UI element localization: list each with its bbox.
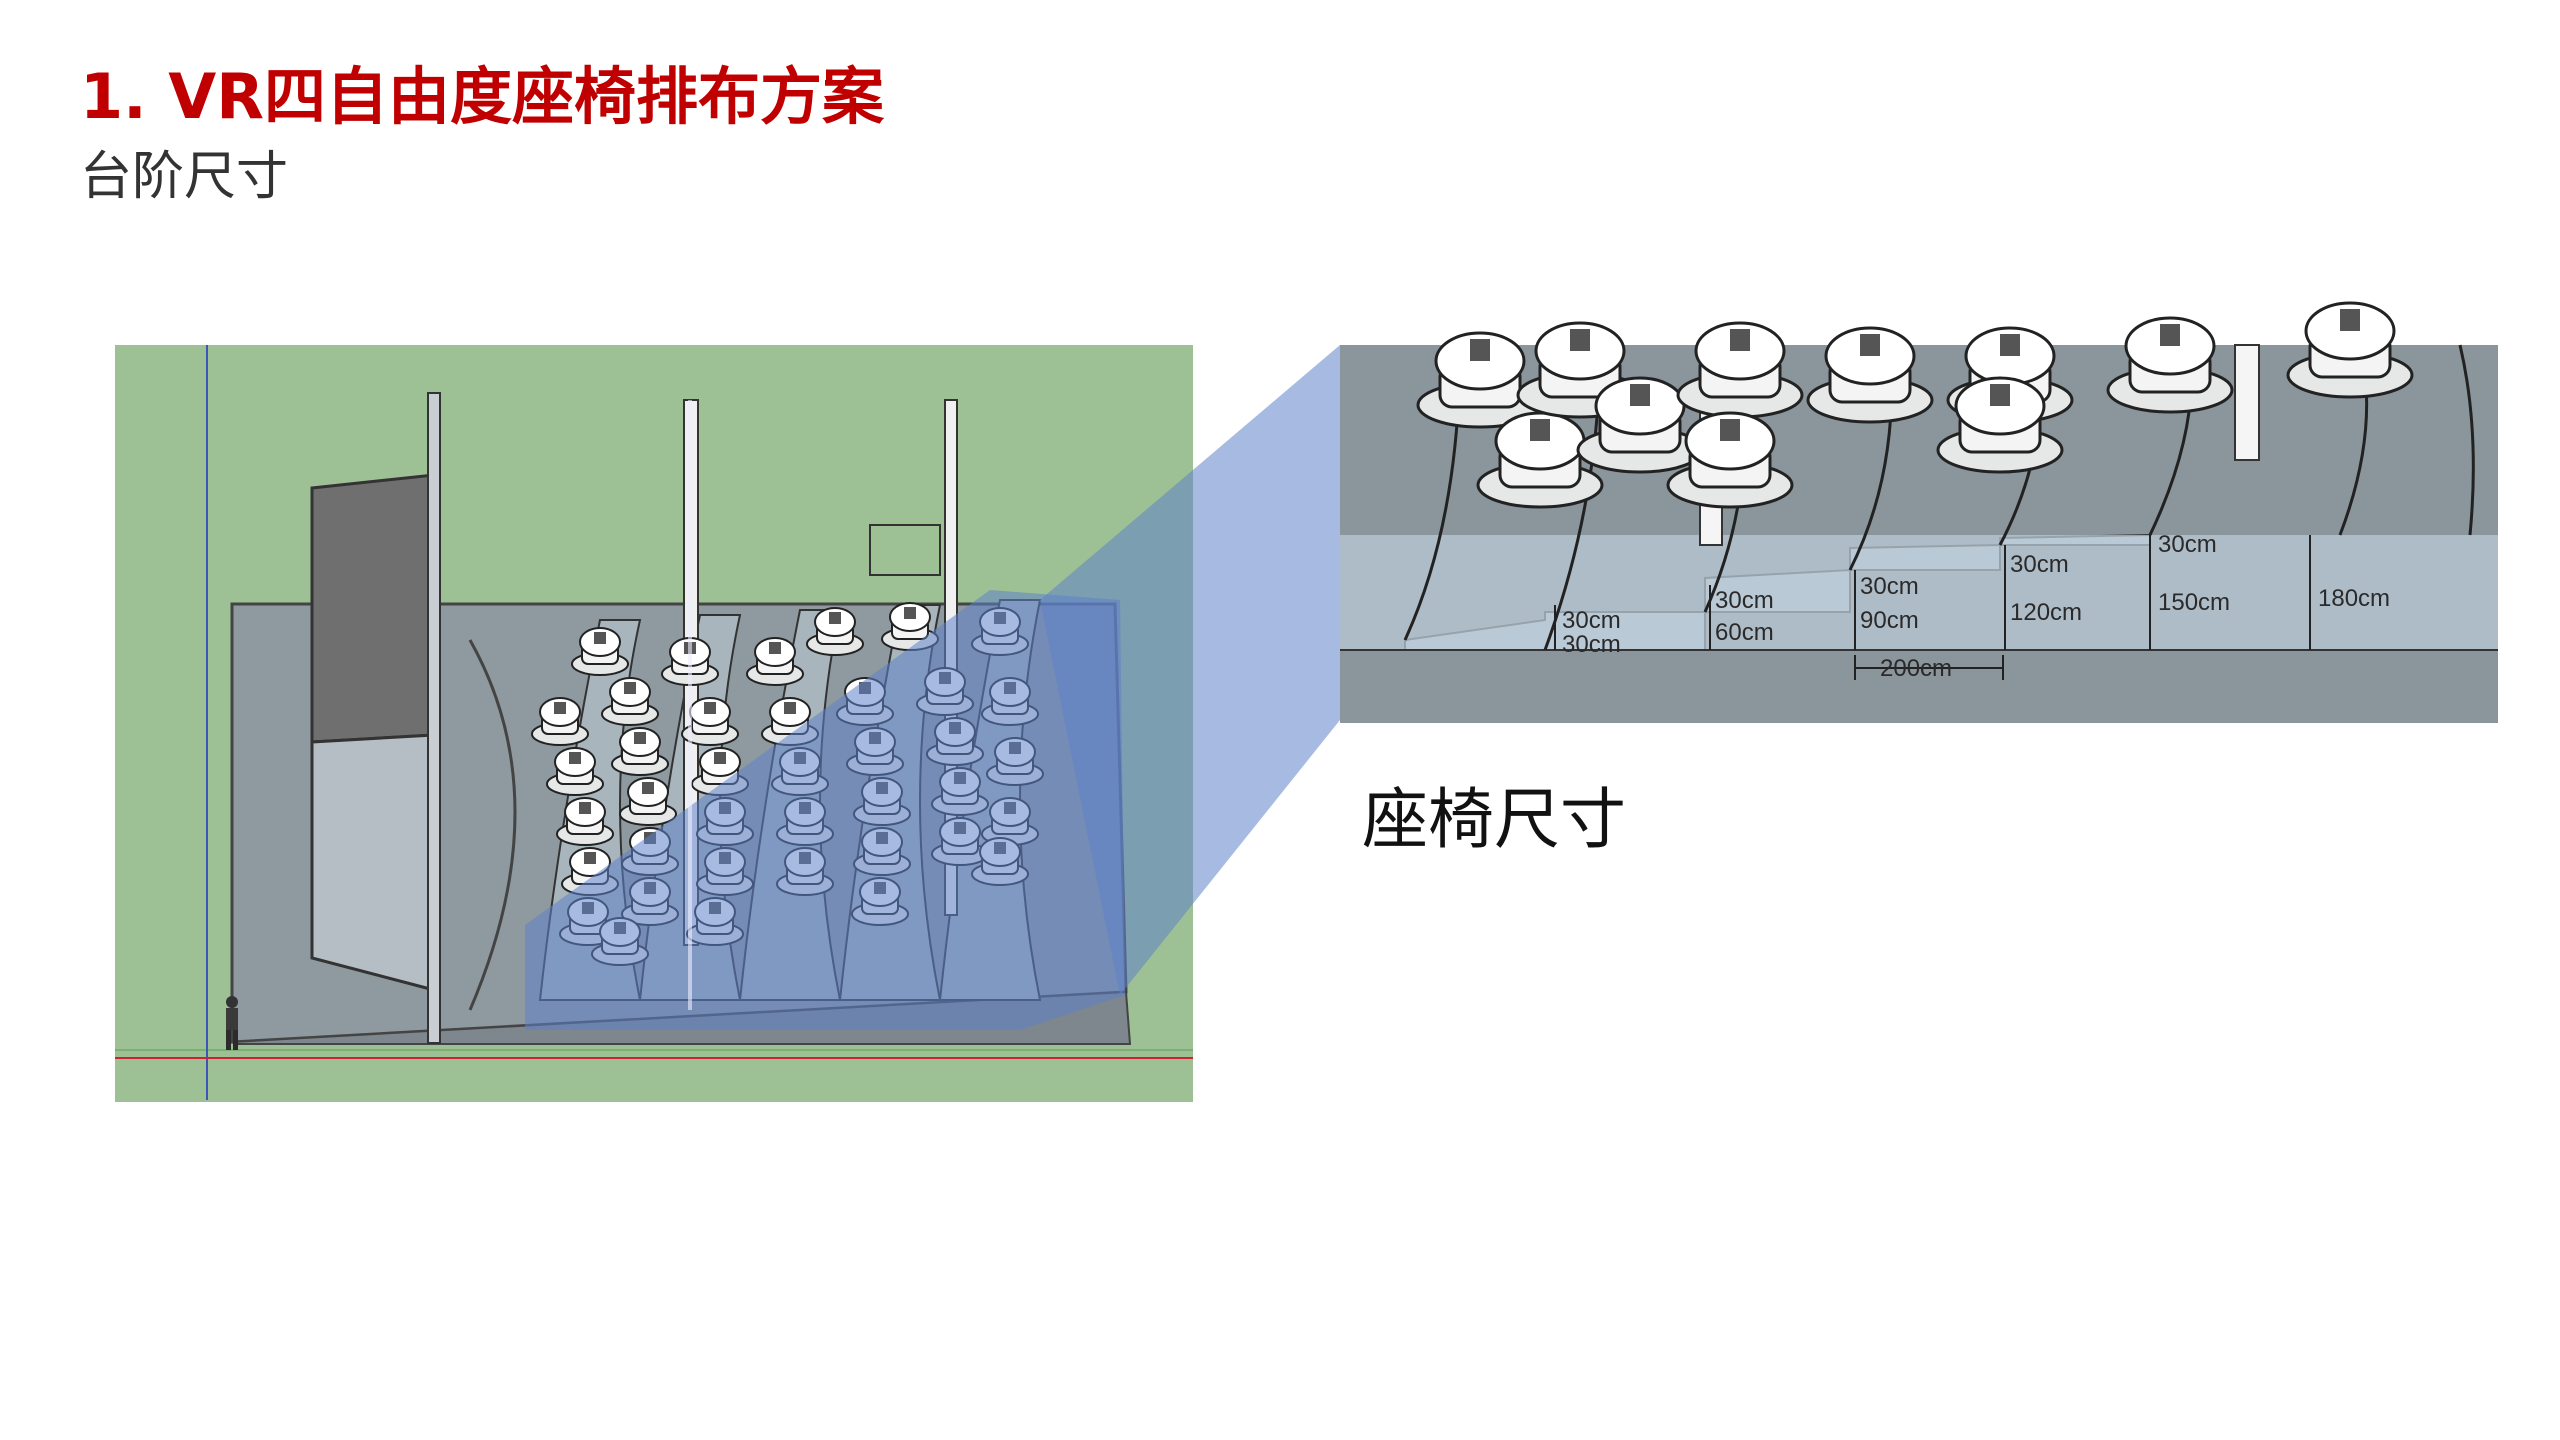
dim-step4-rise: 30cm	[2010, 551, 2069, 578]
dim-step3-rise: 30cm	[1860, 573, 1919, 600]
zoom-callout	[1040, 345, 1340, 995]
dim-step2-height: 60cm	[1715, 619, 1774, 646]
dim-step5-rise: 30cm	[2158, 531, 2217, 558]
dim-step1-rise: 30cm	[1562, 607, 1621, 634]
step-dimensions-detail-image: 30cm 30cm 30cm 60cm 30cm 90cm 30cm 120cm…	[1340, 301, 2498, 723]
slide-subtitle: 台阶尺寸	[80, 147, 289, 207]
dim-step6-height: 180cm	[2318, 585, 2390, 612]
dim-step4-height: 120cm	[2010, 599, 2082, 626]
slide-title: 1. VR四自由度座椅排布方案	[80, 60, 885, 133]
dim-step1-height: 30cm	[1562, 631, 1621, 658]
dim-step5-height: 150cm	[2158, 589, 2230, 616]
dim-step-depth: 200cm	[1880, 655, 1952, 682]
auditorium-model-image	[115, 345, 1193, 1102]
dim-step2-rise: 30cm	[1715, 587, 1774, 614]
seat-size-caption: 座椅尺寸	[1362, 781, 1626, 858]
dim-step3-height: 90cm	[1860, 607, 1919, 634]
human-scale-figure	[226, 996, 238, 1050]
